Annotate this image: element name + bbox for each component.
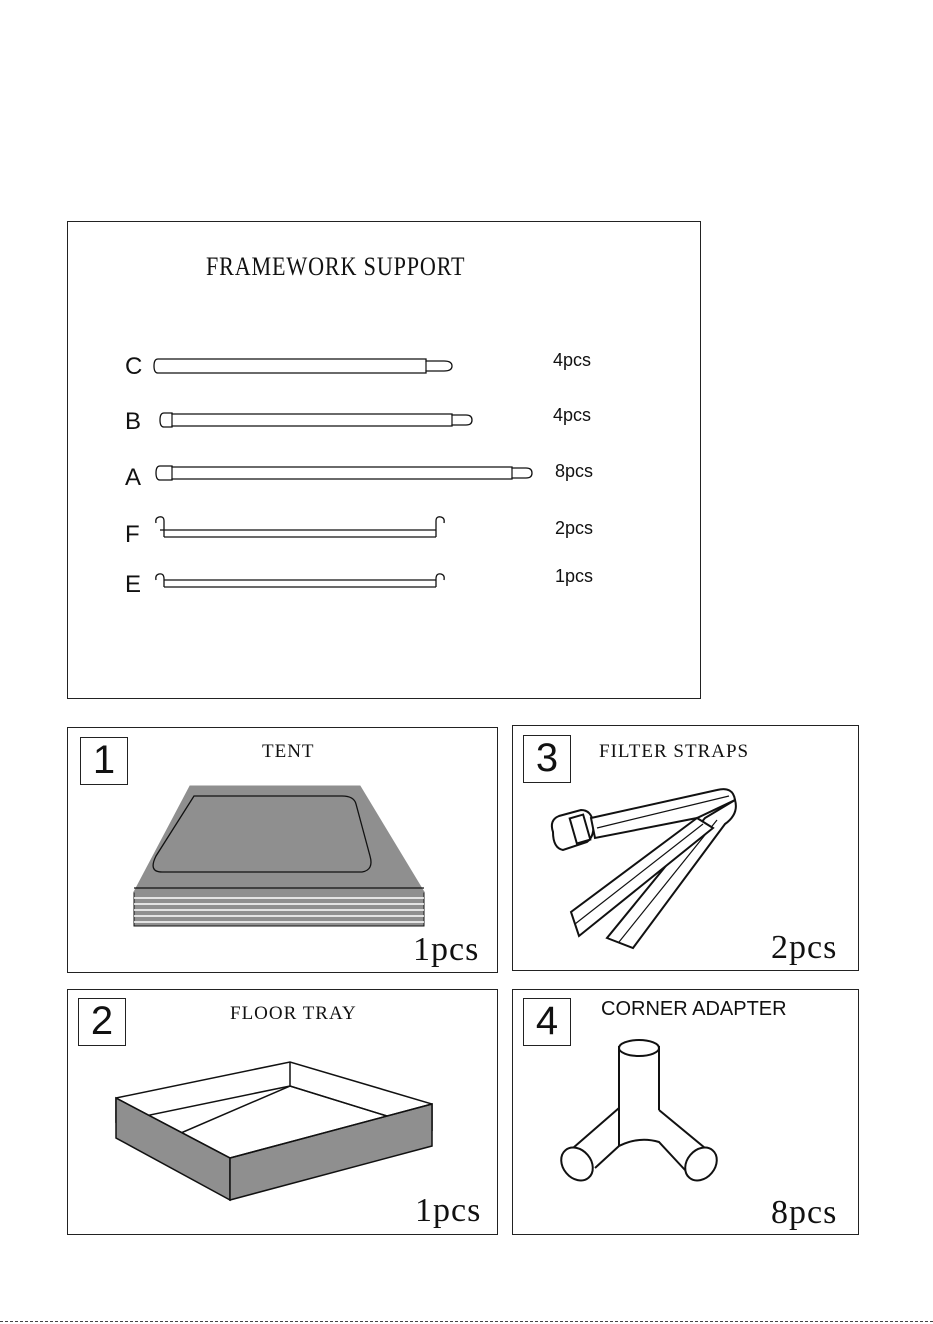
part-title: TENT [262, 741, 315, 763]
tent-illustration [132, 784, 432, 934]
pole-f-hook-icon [154, 515, 454, 541]
pole-row-a: A 8pcs [68, 459, 700, 499]
page-cut-line [0, 1321, 933, 1322]
part-number-badge: 3 [523, 735, 571, 783]
filter-strap-illustration [547, 788, 757, 958]
part-title: FILTER STRAPS [599, 741, 749, 763]
part-filter-straps-panel: 3 FILTER STRAPS 2pcs [512, 725, 859, 971]
part-floor-tray-panel: 2 FLOOR TRAY 1pcs [67, 989, 498, 1235]
pole-row-c: C 4pcs [68, 347, 700, 387]
pole-letter: C [125, 353, 142, 381]
framework-title: FRAMEWORK SUPPORT [206, 252, 465, 282]
pole-qty: 8pcs [555, 461, 593, 482]
pole-letter: B [125, 408, 141, 436]
pole-c-icon [154, 355, 474, 375]
part-quantity: 8pcs [771, 1194, 837, 1232]
pole-row-e: E 1pcs [68, 566, 700, 606]
part-quantity: 2pcs [771, 929, 837, 967]
pole-row-b: B 4pcs [68, 403, 700, 443]
floor-tray-illustration [112, 1058, 442, 1208]
part-number-badge: 1 [80, 737, 128, 785]
pole-letter: A [125, 464, 141, 492]
pole-e-hook-icon [154, 571, 454, 595]
pole-qty: 4pcs [553, 350, 591, 371]
pole-b-icon [160, 409, 490, 429]
part-tent-panel: 1 TENT 1pcs [67, 727, 498, 973]
part-corner-adapter-panel: 4 CORNER ADAPTER 8pcs [512, 989, 859, 1235]
corner-adapter-illustration [555, 1036, 735, 1186]
pole-qty: 2pcs [555, 518, 593, 539]
pole-a-icon [156, 462, 546, 482]
part-quantity: 1pcs [413, 931, 479, 969]
part-number-badge: 2 [78, 998, 126, 1046]
pole-qty: 4pcs [553, 405, 591, 426]
part-quantity: 1pcs [415, 1192, 481, 1230]
framework-support-panel: FRAMEWORK SUPPORT C 4pcs B 4pcs A 8pcs F [67, 221, 701, 699]
pole-letter: F [125, 521, 140, 549]
pole-letter: E [125, 571, 141, 599]
part-title: FLOOR TRAY [230, 1003, 357, 1025]
pole-qty: 1pcs [555, 566, 593, 587]
pole-row-f: F 2pcs [68, 516, 700, 556]
part-title: CORNER ADAPTER [601, 998, 787, 1021]
